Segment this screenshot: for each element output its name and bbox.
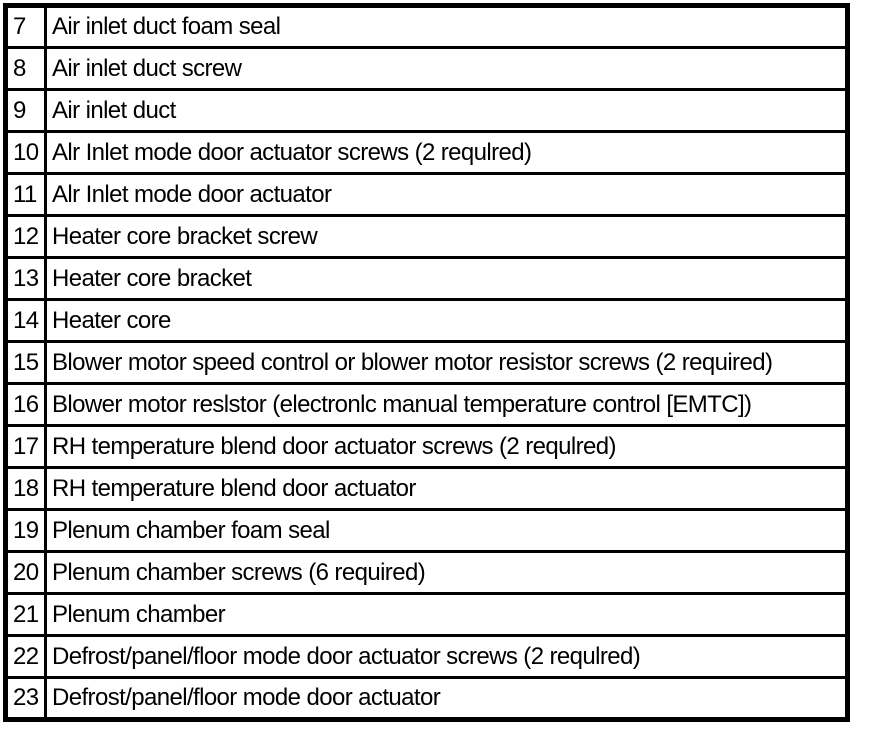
part-description-cell: Defrost/panel/floor mode door actuator s… <box>44 634 849 679</box>
part-description-cell: RH temperature blend door actuator <box>44 466 849 511</box>
table-row: 7 Air inlet duct foam seal <box>4 4 849 49</box>
table-row: 21 Plenum chamber <box>4 592 849 637</box>
part-number-cell: 20 <box>4 550 47 595</box>
part-description-cell: Air inlet duct <box>44 88 849 133</box>
part-number-cell: 10 <box>4 130 47 175</box>
part-description-cell: Plenum chamber foam seal <box>44 508 849 553</box>
table-row: 9 Air inlet duct <box>4 88 849 133</box>
part-description-cell: Defrost/panel/floor mode door actuator <box>44 676 849 721</box>
part-description-cell: Blower motor reslstor (electronlc manual… <box>44 382 849 427</box>
part-number-cell: 15 <box>4 340 47 385</box>
part-description-cell: Alr Inlet mode door actuator screws (2 r… <box>44 130 849 175</box>
table-row: 11 Alr Inlet mode door actuator <box>4 172 849 217</box>
part-description-cell: Air inlet duct screw <box>44 46 849 91</box>
part-description-cell: Plenum chamber screws (6 required) <box>44 550 849 595</box>
parts-table: 7 Air inlet duct foam seal 8 Air inlet d… <box>3 3 850 722</box>
part-description-cell: Heater core <box>44 298 849 343</box>
part-description-cell: Blower motor speed control or blower mot… <box>44 340 849 385</box>
part-description-cell: Air inlet duct foam seal <box>44 4 849 49</box>
part-description-cell: Plenum chamber <box>44 592 849 637</box>
part-number-cell: 19 <box>4 508 47 553</box>
table-row: 10 Alr Inlet mode door actuator screws (… <box>4 130 849 175</box>
part-number-cell: 14 <box>4 298 47 343</box>
table-row: 22 Defrost/panel/floor mode door actuato… <box>4 634 849 679</box>
table-row: 14 Heater core <box>4 298 849 343</box>
table-row: 17 RH temperature blend door actuator sc… <box>4 424 849 469</box>
part-number-cell: 22 <box>4 634 47 679</box>
table-row: 15 Blower motor speed control or blower … <box>4 340 849 385</box>
table-row: 8 Air inlet duct screw <box>4 46 849 91</box>
part-number-cell: 7 <box>4 4 47 49</box>
parts-table-body: 7 Air inlet duct foam seal 8 Air inlet d… <box>4 4 849 721</box>
table-row: 23 Defrost/panel/floor mode door actuato… <box>4 676 849 721</box>
table-row: 16 Blower motor reslstor (electronlc man… <box>4 382 849 427</box>
part-number-cell: 23 <box>4 676 47 721</box>
part-number-cell: 17 <box>4 424 47 469</box>
part-description-cell: Heater core bracket screw <box>44 214 849 259</box>
table-row: 13 Heater core bracket <box>4 256 849 301</box>
part-number-cell: 11 <box>4 172 47 217</box>
part-description-cell: Heater core bracket <box>44 256 849 301</box>
part-number-cell: 16 <box>4 382 47 427</box>
table-row: 18 RH temperature blend door actuator <box>4 466 849 511</box>
part-number-cell: 13 <box>4 256 47 301</box>
table-row: 12 Heater core bracket screw <box>4 214 849 259</box>
part-number-cell: 18 <box>4 466 47 511</box>
part-number-cell: 8 <box>4 46 47 91</box>
part-description-cell: RH temperature blend door actuator screw… <box>44 424 849 469</box>
part-description-cell: Alr Inlet mode door actuator <box>44 172 849 217</box>
table-row: 20 Plenum chamber screws (6 required) <box>4 550 849 595</box>
table-row: 19 Plenum chamber foam seal <box>4 508 849 553</box>
part-number-cell: 21 <box>4 592 47 637</box>
part-number-cell: 12 <box>4 214 47 259</box>
part-number-cell: 9 <box>4 88 47 133</box>
